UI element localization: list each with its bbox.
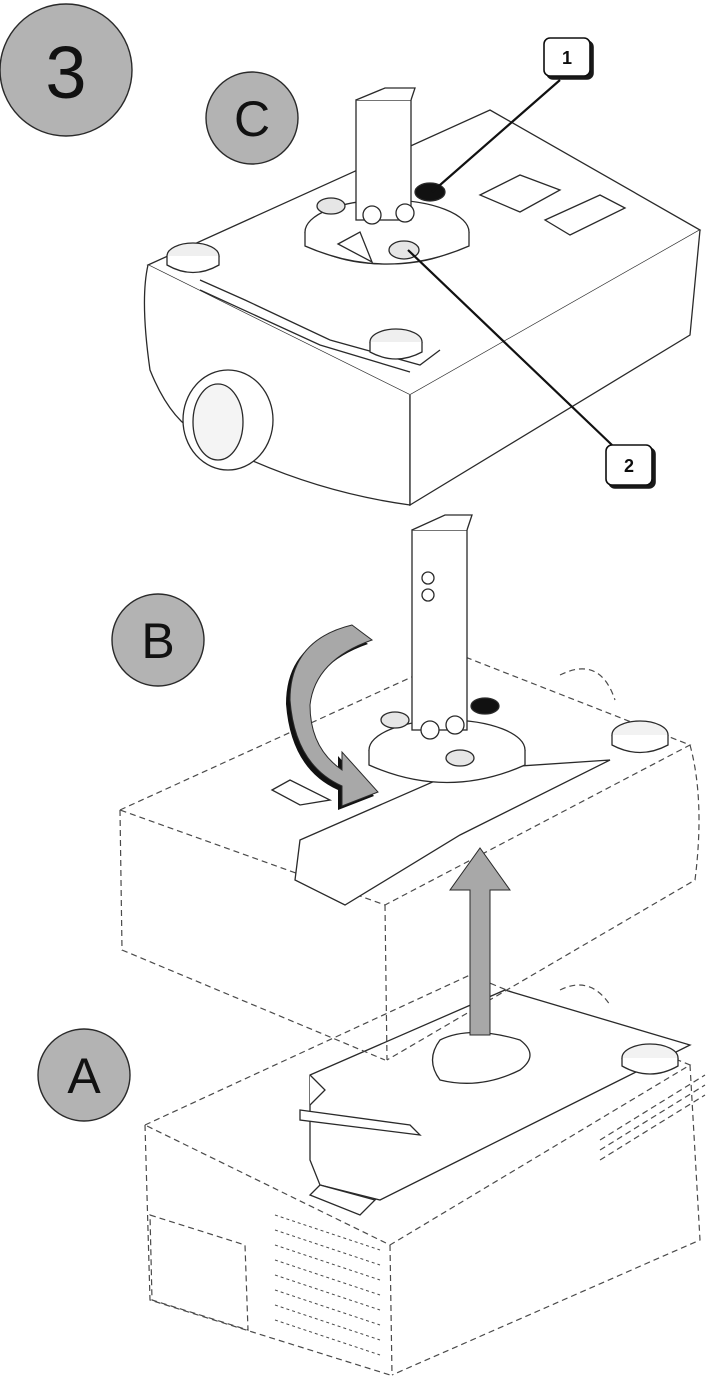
- callout-1: 1: [544, 38, 590, 76]
- step-number-label: 3: [45, 31, 86, 114]
- stage-a-mount-plate: [300, 990, 690, 1215]
- stage-b-ceiling-adapter: [369, 515, 525, 783]
- callout-2: 2: [606, 445, 652, 485]
- callout-2-label: 2: [624, 456, 634, 476]
- stage-a-label: A: [67, 1048, 101, 1104]
- rotation-arrow: [286, 625, 378, 810]
- stage-c-badge: C: [206, 72, 298, 164]
- step-number-badge: 3: [0, 4, 132, 136]
- callout-1-label: 1: [562, 48, 572, 68]
- stage-b-badge: B: [112, 594, 204, 686]
- stage-b-label: B: [141, 613, 174, 669]
- stage-a-badge: A: [38, 1029, 130, 1121]
- stage-c-label: C: [234, 91, 270, 147]
